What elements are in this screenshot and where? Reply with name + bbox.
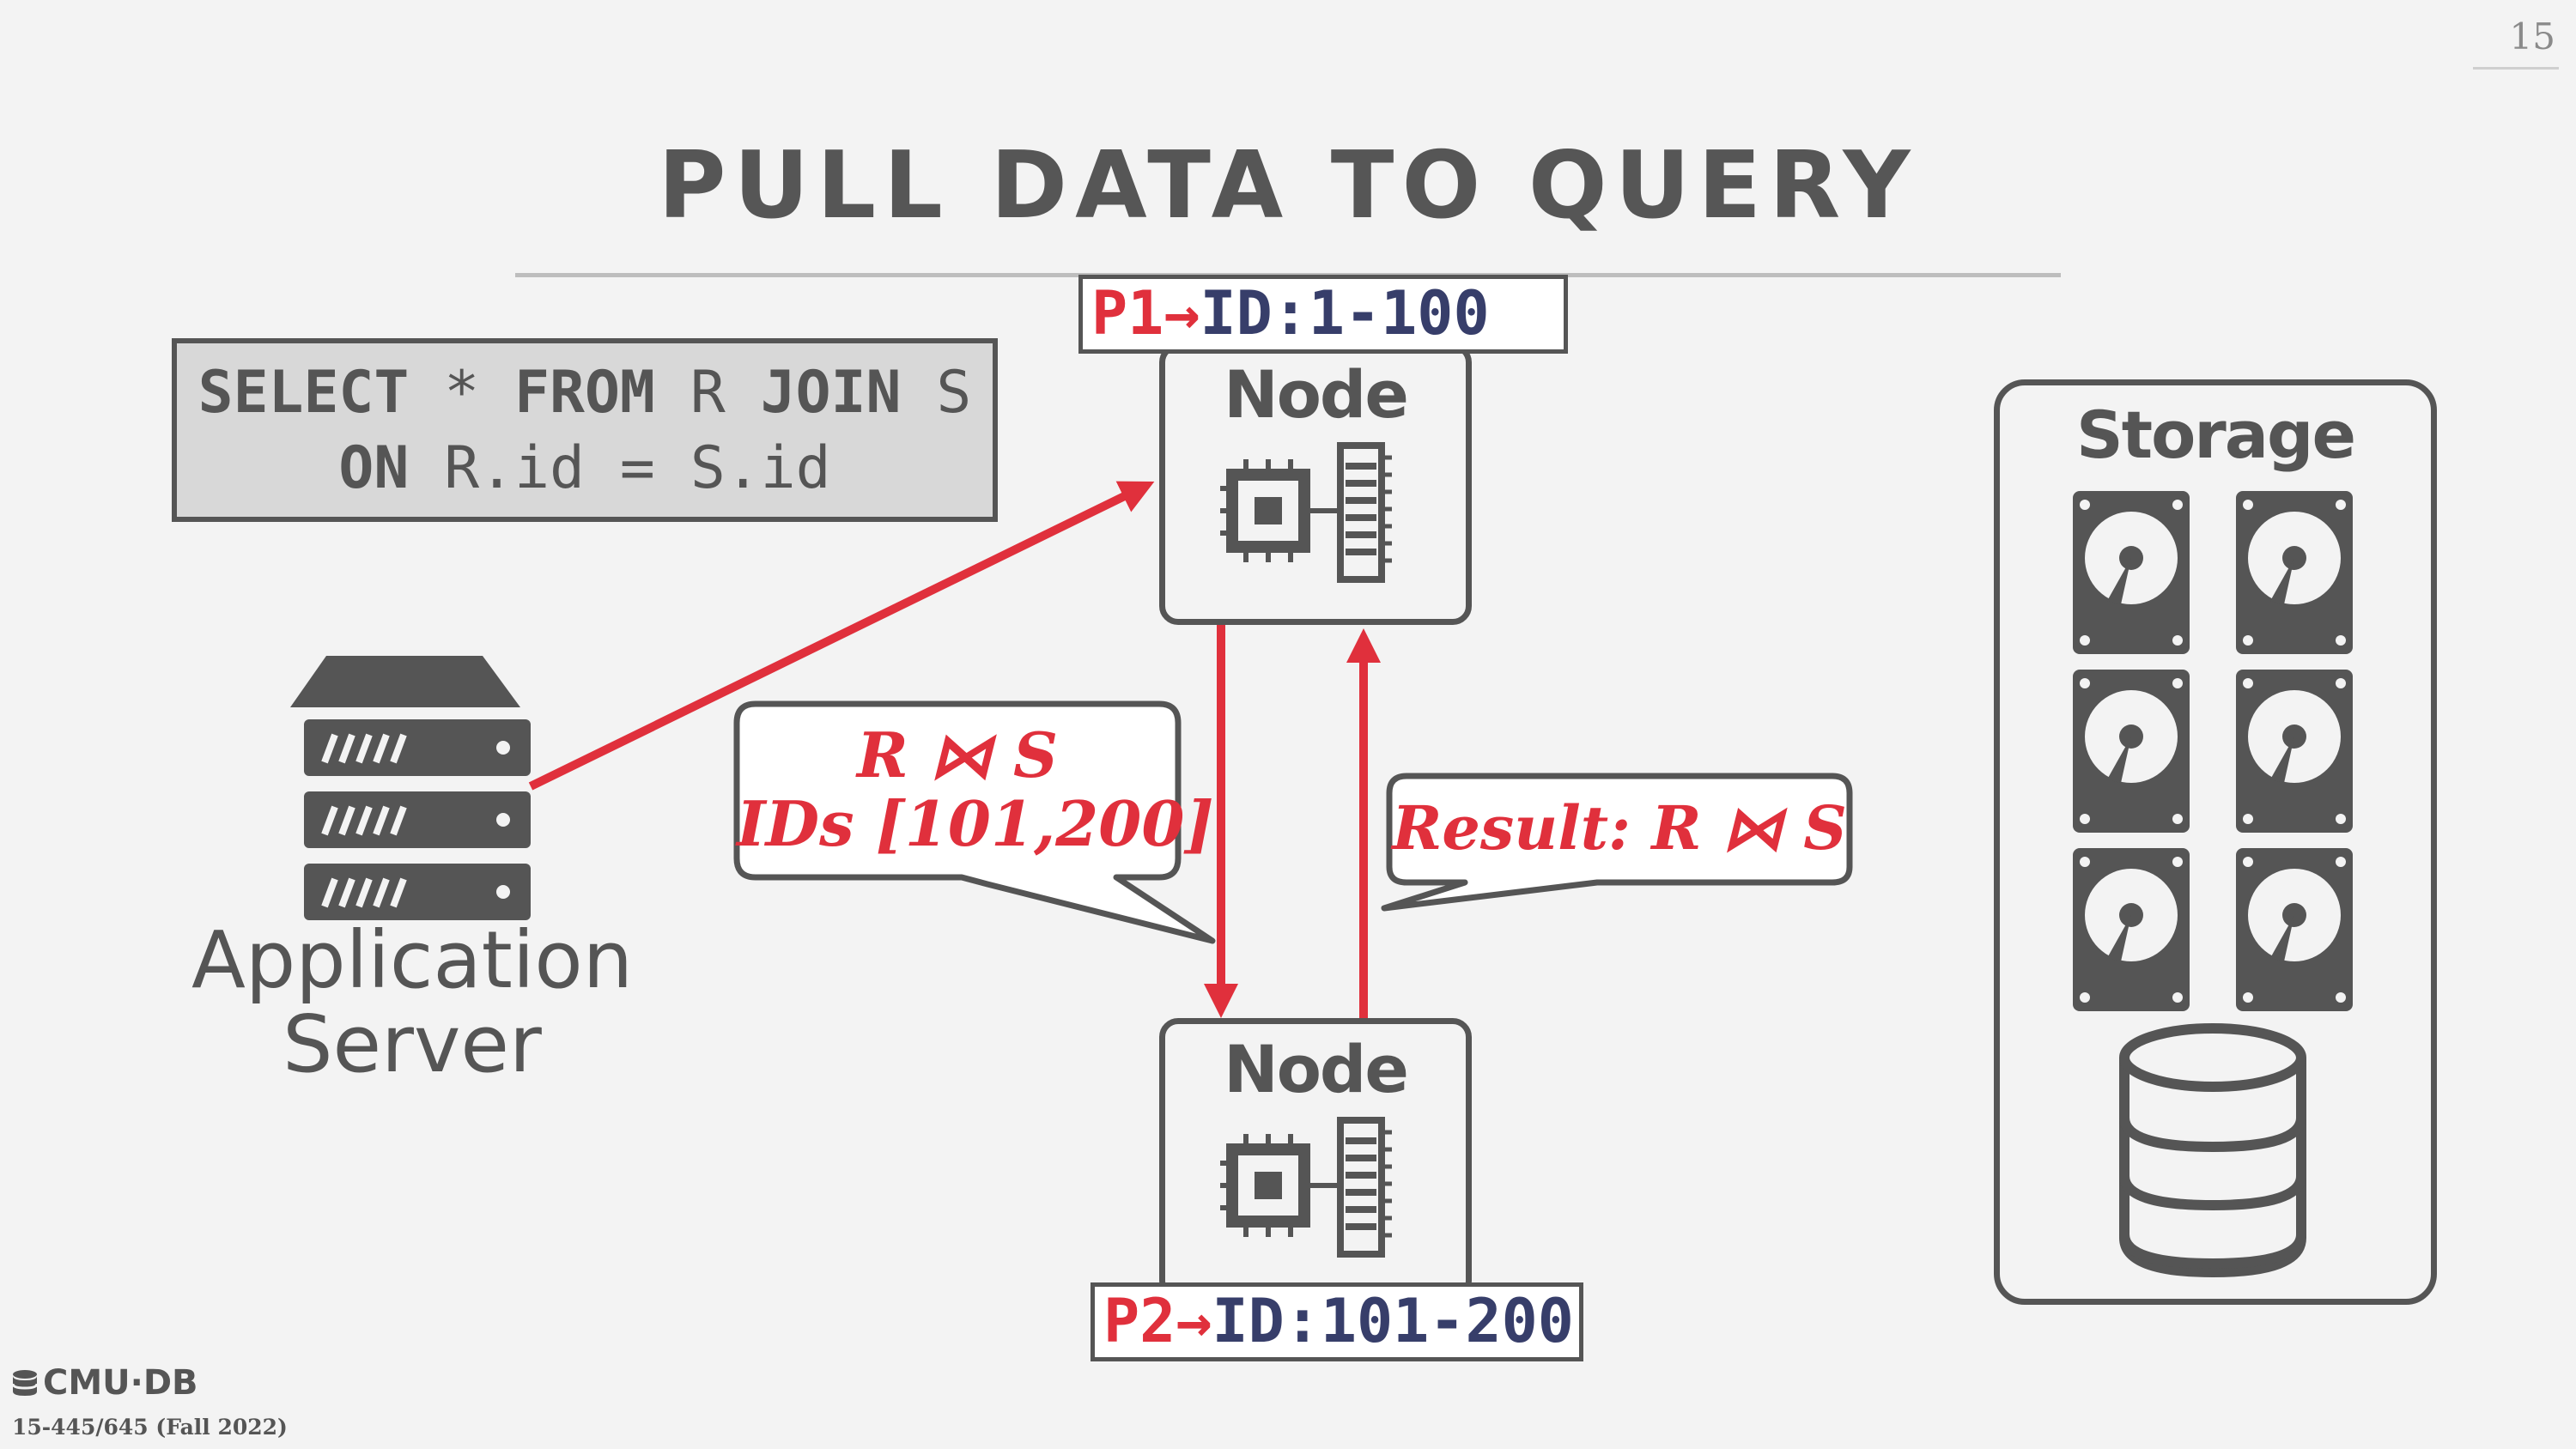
partition-tag-p2: P2→ID:101-200 (1091, 1282, 1583, 1361)
sql-star: * (409, 359, 515, 427)
sql-keyword-select: SELECT (197, 359, 410, 427)
node-bottom-label: Node (1224, 1031, 1409, 1107)
request-bubble-text: R ⋈ S IDs [101,200] (737, 718, 1214, 860)
sql-line-2: ON R.id = S.id (177, 431, 993, 506)
app-label-line-1: Application (191, 914, 634, 1006)
partition-tag-p1: P1→ID:1-100 (1078, 275, 1568, 354)
partition-p1-prefix: P1→ (1091, 278, 1200, 349)
hard-disk-icon (2236, 491, 2353, 654)
node-top: Node (1159, 343, 1472, 625)
request-id-range: IDs [101,200] (737, 787, 1214, 860)
storage-label: Storage (2076, 397, 2356, 473)
storage-graphics (2073, 491, 2353, 1277)
node-top-label: Node (1224, 356, 1409, 433)
node-bottom: Node (1159, 1018, 1472, 1300)
course-label: 15-445/645 (Fall 2022) (12, 1415, 288, 1440)
cpu-memory-icon (1220, 1117, 1392, 1258)
sql-keyword-on: ON (338, 434, 410, 502)
server-icon (290, 656, 531, 920)
partition-p2-range: ID:101-200 (1212, 1286, 1574, 1356)
result-bubble-text: Result: R ⋈ S (1392, 792, 1847, 864)
application-server-label: Application Server (155, 919, 670, 1087)
page-number-rule (2473, 67, 2559, 70)
sql-keyword-from: FROM (514, 359, 655, 427)
database-logo-icon (10, 1367, 39, 1396)
sql-keyword-join: JOIN (760, 359, 902, 427)
database-icon (2119, 1023, 2306, 1277)
storage-container (1994, 379, 2437, 1305)
sql-table-r: R (654, 359, 761, 427)
partition-p2-prefix: P2→ (1103, 1286, 1212, 1356)
hard-disk-icon (2073, 670, 2190, 833)
hard-disk-icon (2073, 491, 2190, 654)
hard-disk-icon (2236, 848, 2353, 1011)
sql-query-box: SELECT * FROM R JOIN S ON R.id = S.id (172, 338, 998, 522)
page-number: 15 (2509, 15, 2555, 58)
slide-title: PULL DATA TO QUERY (658, 132, 1918, 239)
app-label-line-2: Server (283, 998, 542, 1090)
partition-p1-range: ID:1-100 (1200, 278, 1490, 349)
sql-condition: R.id = S.id (409, 434, 831, 502)
sql-line-1: SELECT * FROM R JOIN S (177, 355, 993, 431)
cpu-memory-icon (1220, 442, 1392, 583)
speech-bubble-result (1381, 773, 1853, 912)
sql-table-s: S (901, 359, 972, 427)
logo-text: CMU·DB (43, 1363, 198, 1403)
request-join-expression: R ⋈ S (857, 718, 1058, 791)
speech-bubble-request (733, 700, 1216, 944)
cmu-db-logo: CMU·DB (10, 1363, 198, 1403)
hard-disk-icon (2236, 670, 2353, 833)
hard-disk-icon (2073, 848, 2190, 1011)
arrow-app-to-node (528, 481, 1155, 791)
